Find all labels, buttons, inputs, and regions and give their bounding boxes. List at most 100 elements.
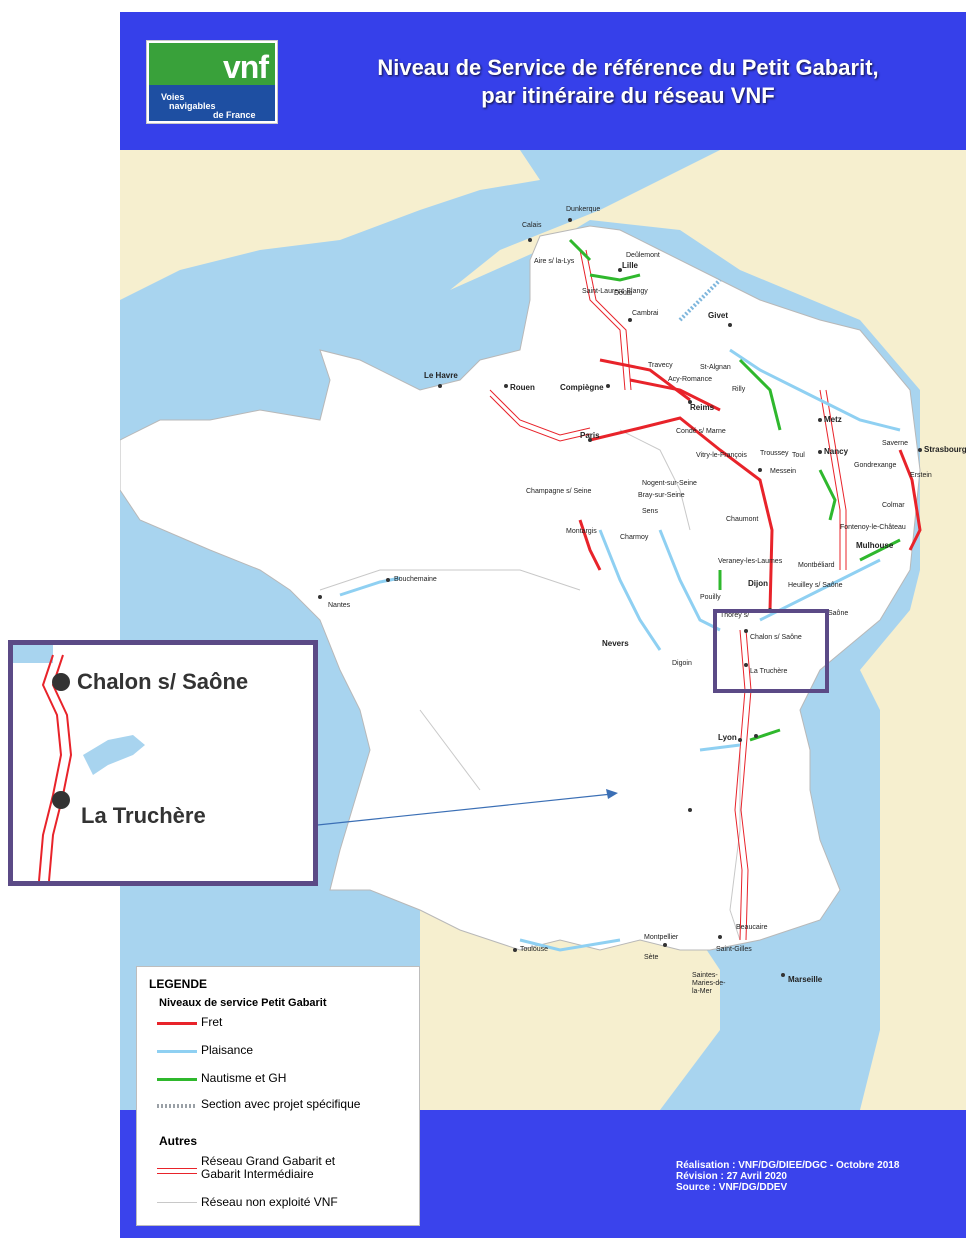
city-label: Bouchemaine — [394, 576, 437, 583]
city-label: Nogent-sur-Seine — [642, 480, 697, 487]
city-label: Champagne s/ Seine — [526, 488, 592, 495]
legend-other-heading: Autres — [159, 1134, 198, 1148]
credit-line: Réalisation : VNF/DG/DIEE/DGC - Octobre … — [676, 1160, 900, 1171]
city-label: Colmar — [882, 502, 905, 509]
city-label: Rilly — [732, 386, 746, 393]
city-label: Messein — [770, 468, 797, 475]
legend-item-projet: Section avec projet spécifique — [157, 1097, 417, 1113]
legend-title: LEGENDE — [149, 977, 208, 991]
city-label: Gondrexange — [854, 462, 897, 469]
city-label: Sète — [644, 954, 659, 961]
vnf-logo: vnf Voies navigables de France — [146, 40, 278, 124]
city-label: Givet — [708, 311, 729, 320]
city-label: Lille — [622, 261, 639, 270]
legend-swatch-fret — [157, 1022, 197, 1025]
zoom-inset: Chalon s/ Saône La Truchère — [8, 640, 318, 886]
inset-label-truchere: La Truchère — [81, 803, 206, 828]
inset-river-line — [38, 654, 63, 881]
city-label: Paris — [580, 431, 600, 440]
city-label: Nantes — [328, 602, 351, 609]
nautisme-network — [568, 238, 901, 742]
legend-label: Réseau Grand Gabarit et Gabarit Interméd… — [201, 1154, 336, 1181]
city-label: Troussey — [760, 450, 789, 457]
city-label: Saône — [828, 610, 849, 617]
city-label: Fontenoy-le-Château — [840, 524, 906, 531]
city-label: Metz — [824, 415, 842, 424]
legend-swatch-projet — [157, 1104, 197, 1108]
legend-swatch-nautisme — [157, 1078, 197, 1081]
city-label: Bray-sur-Seine — [638, 492, 685, 499]
legend-item-plaisance: Plaisance — [157, 1043, 417, 1059]
city-label: Douai — [614, 290, 633, 297]
city-label: La Truchère — [750, 668, 788, 675]
city-label: Le Havre — [424, 371, 458, 380]
city-label: Mulhouse — [856, 541, 894, 550]
city-label: Calais — [522, 222, 542, 229]
city-label: Strasbourg — [924, 445, 966, 454]
city-label: Toul — [792, 452, 805, 459]
map-legend: LEGENDE Niveaux de service Petit Gabarit… — [136, 966, 420, 1226]
city-label: Saintes-Maries-de-la-Mer — [692, 972, 726, 995]
city-label: Montbéliard — [798, 562, 835, 569]
logo-tagline: Voies navigables de France — [161, 92, 256, 120]
france-land — [120, 225, 921, 951]
fret-network — [578, 358, 922, 611]
city-label: Saint-Laurent-Blangy — [582, 288, 648, 295]
credits: Réalisation : VNF/DG/DIEE/DGC - Octobre … — [676, 1160, 899, 1193]
legend-label: Nautisme et GH — [201, 1071, 287, 1085]
inset-label-chalon: Chalon s/ Saône — [77, 669, 249, 694]
credit-line: Source : VNF/DG/DDEV — [676, 1182, 788, 1193]
city-label: Chaumont — [726, 516, 759, 523]
city-label: Compiègne — [560, 383, 604, 392]
city-label: Cambrai — [632, 310, 659, 317]
city-label: Vitry-le-François — [696, 452, 747, 459]
title-line-1: Niveau de Service de référence du Petit … — [377, 55, 879, 80]
map-poster: Dunkerque Calais Aire s/ la-Lys Lille De… — [120, 12, 966, 1238]
city-label: Pouilly — [700, 594, 721, 601]
city-label: Deûlemont — [626, 252, 660, 259]
legend-swatch-non-exploite — [157, 1202, 197, 1203]
inset-lake — [83, 735, 145, 775]
legend-service-heading: Niveaux de service Petit Gabarit — [159, 997, 327, 1009]
england-land — [120, 150, 540, 300]
city-label: Veraney-les-Laumes — [718, 558, 783, 565]
non-exploited-network — [319, 429, 741, 941]
legend-item-fret: Fret — [157, 1015, 417, 1031]
city-dots — [318, 218, 922, 977]
city-label: Aire s/ la-Lys — [534, 258, 575, 265]
projet-specifique-section — [678, 278, 722, 322]
city-label: Beaucaire — [736, 924, 768, 931]
city-label: Marseille — [788, 975, 823, 984]
city-label: Reims — [690, 403, 715, 412]
city-label: St-Algnan — [700, 364, 731, 371]
logo-wordmark: vnf — [223, 49, 269, 85]
city-label: Chalon s/ Saône — [750, 634, 802, 641]
logo-blue-band — [149, 85, 275, 121]
city-label: Heuilley s/ Saône — [788, 582, 843, 589]
legend-label: Section avec projet spécifique — [201, 1097, 361, 1111]
grand-gabarit-network — [489, 249, 847, 941]
city-label: Saverne — [882, 440, 909, 447]
continent-land — [450, 150, 966, 1110]
city-label: Sens — [642, 508, 658, 515]
city-label: Rouen — [510, 383, 535, 392]
inset-water — [13, 645, 53, 663]
legend-item-non-exploite: Réseau non exploité VNF — [157, 1195, 417, 1211]
zoom-highlight-box — [713, 609, 829, 693]
city-label: Saint-Gilles — [716, 946, 752, 953]
city-label: Lyon — [718, 733, 737, 742]
truchere-dot — [52, 791, 70, 809]
city-label: Charmoy — [620, 534, 649, 541]
legend-swatch-plaisance — [157, 1050, 197, 1053]
city-label: Thorey s/ — [720, 612, 750, 619]
inset-arrow — [307, 789, 618, 827]
legend-item-nautisme: Nautisme et GH — [157, 1071, 417, 1087]
credit-line: Révision : 27 Avril 2020 — [676, 1171, 787, 1182]
city-label: Toulouse — [520, 946, 549, 953]
city-label: Digoin — [672, 660, 692, 667]
city-label: Nevers — [602, 639, 629, 648]
arrow-head — [606, 789, 618, 799]
chalon-dot — [52, 673, 70, 691]
title-line-2: par itinéraire du réseau VNF — [481, 83, 775, 108]
inset-map — [13, 645, 145, 881]
